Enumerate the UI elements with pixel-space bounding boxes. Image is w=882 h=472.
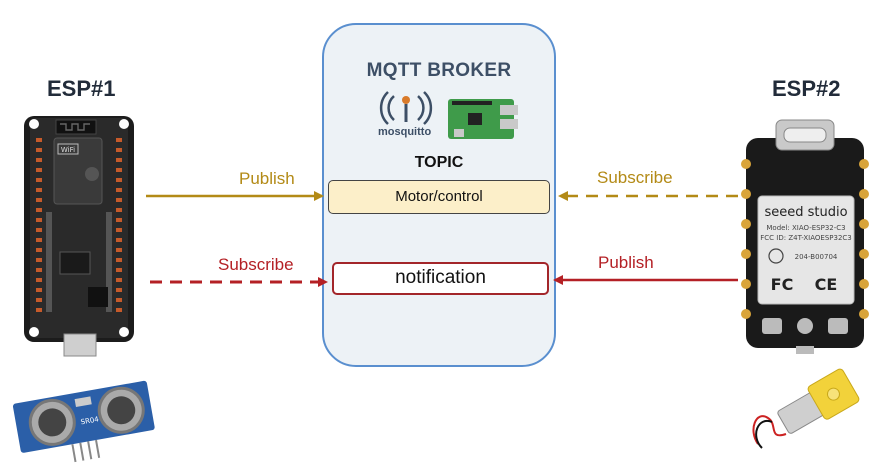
topic-notification: notification bbox=[332, 262, 549, 295]
esp2-publish-label: Publish bbox=[598, 253, 654, 272]
mosquitto-logo-icon bbox=[379, 91, 433, 125]
ultrasonic-sensor-image: SR04 bbox=[12, 380, 155, 463]
broker-title: MQTT BROKER bbox=[366, 60, 512, 81]
seeed-text: seeed studio bbox=[764, 205, 847, 220]
topic-motor-control: Motor/control bbox=[328, 180, 550, 214]
esp2-label: ESP#2 bbox=[772, 76, 841, 101]
topic-heading: TOPIC bbox=[414, 154, 464, 171]
esp32-devkit-board: WiFi bbox=[24, 116, 134, 357]
ce-text: CE bbox=[815, 275, 838, 294]
raspberry-pi-image bbox=[448, 99, 518, 139]
xiao-esp32c3-board: seeed studio Model: XIAO-ESP32-C3 FCC ID… bbox=[741, 119, 869, 354]
model-text: Model: XIAO-ESP32-C3 bbox=[766, 224, 845, 232]
esp1-label: ESP#1 bbox=[47, 76, 116, 101]
fcc-text: FCC ID: Z4T-XIAOESP32C3 bbox=[760, 234, 852, 242]
code-text: 204-B00704 bbox=[795, 253, 838, 261]
sensor-label-text: SR04 bbox=[80, 415, 100, 426]
esp1-publish-label: Publish bbox=[239, 169, 295, 188]
dc-motor-image bbox=[752, 368, 860, 449]
esp2-subscribe-label: Subscribe bbox=[597, 168, 673, 187]
fc-text: FC bbox=[771, 275, 794, 294]
mosquitto-logo-text: mosquitto bbox=[378, 126, 432, 138]
esp1-subscribe-label: Subscribe bbox=[218, 255, 294, 274]
wifi-text: WiFi bbox=[61, 146, 75, 154]
